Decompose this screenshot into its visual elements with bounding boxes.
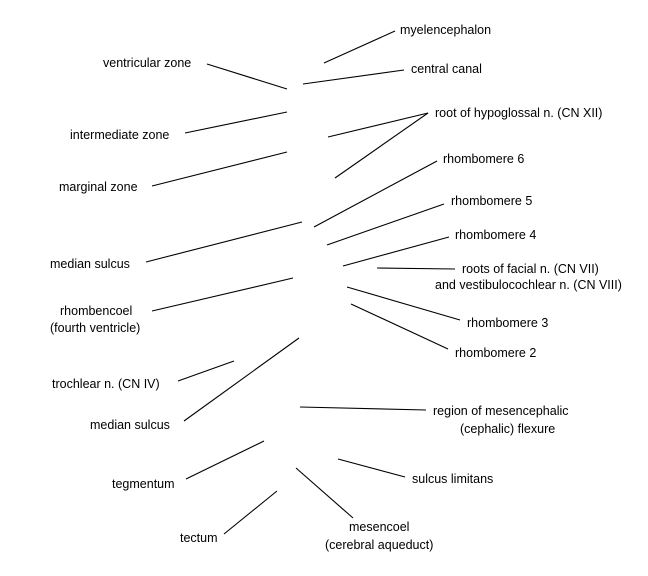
leader-line-marginal-zone xyxy=(151,151,288,187)
label-mesencephalic-line1: region of mesencephalic xyxy=(433,404,569,418)
leader-line-tegmentum xyxy=(185,440,265,480)
label-rhombomere-5: rhombomere 5 xyxy=(451,194,532,208)
label-mesencoel-line1: mesencoel xyxy=(349,520,409,534)
leader-line-ventricular-zone xyxy=(206,63,288,90)
label-median-sulcus-lower: median sulcus xyxy=(90,418,170,432)
label-central-canal: central canal xyxy=(411,62,482,76)
leader-line-mesencoel xyxy=(295,467,354,519)
leader-line-median-sulcus-lower xyxy=(183,337,300,422)
leader-line-trochlear xyxy=(177,360,235,382)
leader-line-median-sulcus-upper xyxy=(145,221,303,263)
label-mesencoel-line2: (cerebral aqueduct) xyxy=(325,538,433,552)
label-marginal-zone: marginal zone xyxy=(59,180,138,194)
label-roots-facial-line2: and vestibulocochlear n. (CN VIII) xyxy=(435,278,622,292)
leader-line-root-hypoglossal-b xyxy=(334,112,429,179)
label-mesencephalic-line2: (cephalic) flexure xyxy=(460,422,555,436)
label-myelencephalon: myelencephalon xyxy=(400,23,491,37)
leader-line-rhombomere-4 xyxy=(342,236,450,267)
leader-line-rhombomere-3 xyxy=(346,286,461,321)
leader-line-central-canal xyxy=(302,69,405,85)
leader-line-myelencephalon xyxy=(323,30,396,64)
label-rhombencoel-line1: rhombencoel xyxy=(60,304,132,318)
leader-line-mesencephalic-flexure xyxy=(299,406,427,411)
leader-line-rhombomere-5 xyxy=(326,203,445,246)
leader-line-sulcus-limitans xyxy=(337,458,406,478)
leader-line-root-hypoglossal-a xyxy=(327,112,429,138)
leader-line-rhombomere-6 xyxy=(313,160,438,228)
label-rhombomere-4: rhombomere 4 xyxy=(455,228,536,242)
leader-line-tectum xyxy=(223,490,278,535)
label-sulcus-limitans: sulcus limitans xyxy=(412,472,493,486)
leader-line-rhombomere-2 xyxy=(350,303,449,350)
label-root-hypoglossal: root of hypoglossal n. (CN XII) xyxy=(435,106,602,120)
label-tegmentum: tegmentum xyxy=(112,477,175,491)
label-ventricular-zone: ventricular zone xyxy=(103,56,191,70)
label-roots-facial-line1: roots of facial n. (CN VII) xyxy=(462,262,599,276)
label-rhombencoel-line2: (fourth ventricle) xyxy=(50,321,140,335)
label-tectum: tectum xyxy=(180,531,218,545)
leader-line-roots-facial xyxy=(376,267,456,270)
label-rhombomere-3: rhombomere 3 xyxy=(467,316,548,330)
leader-line-intermediate-zone xyxy=(184,111,288,134)
label-median-sulcus-upper: median sulcus xyxy=(50,257,130,271)
label-rhombomere-2: rhombomere 2 xyxy=(455,346,536,360)
label-trochlear: trochlear n. (CN IV) xyxy=(52,377,160,391)
label-rhombomere-6: rhombomere 6 xyxy=(443,152,524,166)
leader-line-rhombencoel xyxy=(151,277,294,312)
label-intermediate-zone: intermediate zone xyxy=(70,128,169,142)
labels: myelencephalon ventricular zone central … xyxy=(50,23,622,552)
leader-lines xyxy=(145,30,461,535)
